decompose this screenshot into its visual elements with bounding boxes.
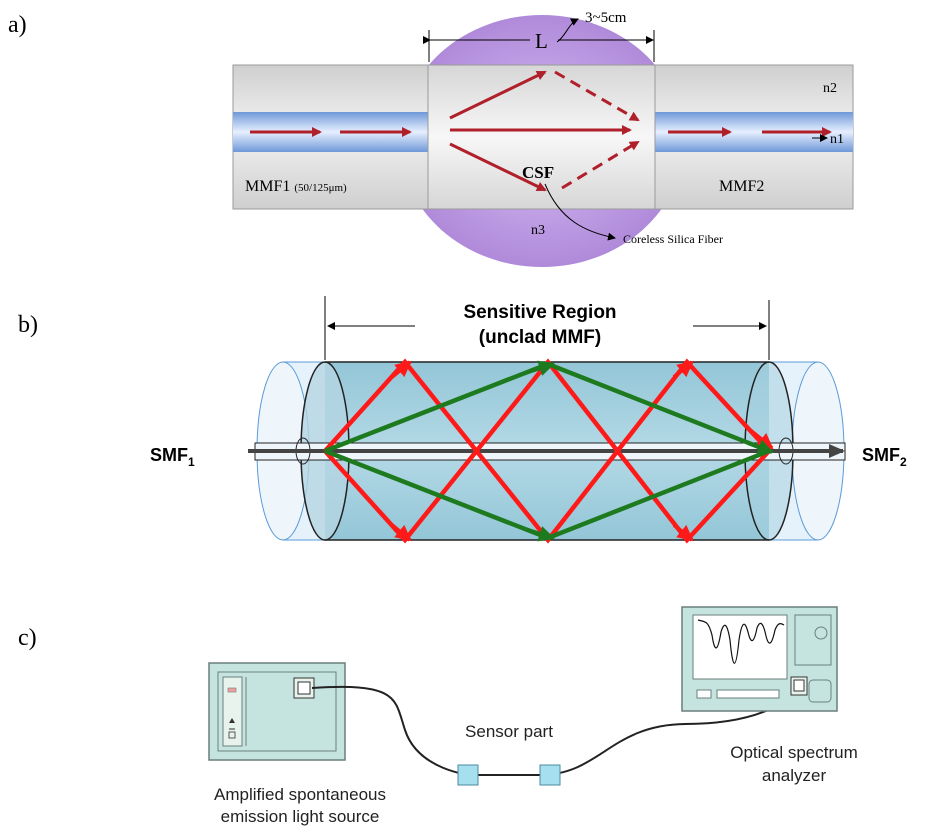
sensor-connector-right bbox=[539, 764, 561, 786]
green-ray-arrow-2 bbox=[524, 526, 555, 542]
red-ray-arrow-4 bbox=[672, 523, 694, 542]
csf-label: CSF bbox=[522, 163, 554, 182]
analyzer-slot-small bbox=[696, 689, 712, 699]
csf-ray-up-reflected bbox=[554, 70, 640, 122]
panel-b-tag: b) bbox=[18, 312, 38, 338]
green-ray-arrow-1 bbox=[524, 360, 555, 376]
panel-a-tag: a) bbox=[8, 12, 27, 38]
region-title-line1: Sensitive Region bbox=[463, 302, 616, 323]
mmf1-label: MMF1 (50/125μm) bbox=[245, 178, 347, 195]
panel-c-tag: c) bbox=[18, 625, 37, 651]
analyzer-slot-wide bbox=[716, 689, 780, 699]
index-n3-label: n3 bbox=[531, 223, 545, 238]
analyzer-button-large bbox=[808, 679, 832, 703]
source-label-line1: Amplified spontaneous bbox=[214, 785, 386, 804]
index-n1-label: n1 bbox=[830, 132, 844, 147]
mmf2-label: MMF2 bbox=[719, 178, 764, 195]
panel-c: c) bbox=[18, 606, 858, 826]
port-square-icon bbox=[228, 731, 236, 739]
analyzer-screen bbox=[692, 614, 788, 680]
panel-a: a) L 3~5cm MMF1 (50/125μm) MMF2 CSF n2 n… bbox=[8, 10, 854, 267]
smf1-label: SMF1 bbox=[150, 445, 195, 469]
red-ray-arrow-3 bbox=[672, 360, 694, 379]
smf2-label: SMF2 bbox=[862, 445, 907, 469]
spectrum-trace bbox=[697, 619, 785, 664]
sensor-part-label: Sensor part bbox=[465, 722, 553, 741]
csf-callout-curve bbox=[544, 183, 616, 241]
csf-ray-down bbox=[449, 142, 547, 192]
panel-b: b) Sensitive Region (unclad MMF) bbox=[18, 296, 907, 544]
length-value: 3~5cm bbox=[585, 10, 627, 26]
ase-light-source bbox=[208, 662, 346, 761]
csf-callout-text: Coreless Silica Fiber bbox=[623, 232, 723, 246]
red-ray-arrow-1 bbox=[390, 360, 412, 379]
sensor-connector-left bbox=[457, 764, 479, 786]
index-n2-label: n2 bbox=[823, 81, 837, 96]
source-label-line2: emission light source bbox=[221, 807, 380, 826]
red-ray-arrow-2 bbox=[390, 523, 412, 542]
knob-icon bbox=[814, 626, 828, 640]
length-label: L bbox=[535, 29, 548, 53]
analyzer-label-line1: Optical spectrum bbox=[730, 743, 858, 762]
length-callout-curve bbox=[556, 18, 579, 43]
analyzer-label-line2: analyzer bbox=[762, 766, 827, 785]
region-title-line2: (unclad MMF) bbox=[479, 327, 601, 348]
green-ray-arrow-3 bbox=[747, 439, 774, 455]
csf-ray-up bbox=[449, 70, 547, 120]
analyzer-control-panel bbox=[794, 614, 832, 666]
optical-spectrum-analyzer bbox=[681, 606, 838, 712]
csf-ray-down-reflected bbox=[561, 140, 640, 190]
up-triangle-icon bbox=[229, 718, 235, 723]
power-led-icon bbox=[227, 687, 237, 693]
